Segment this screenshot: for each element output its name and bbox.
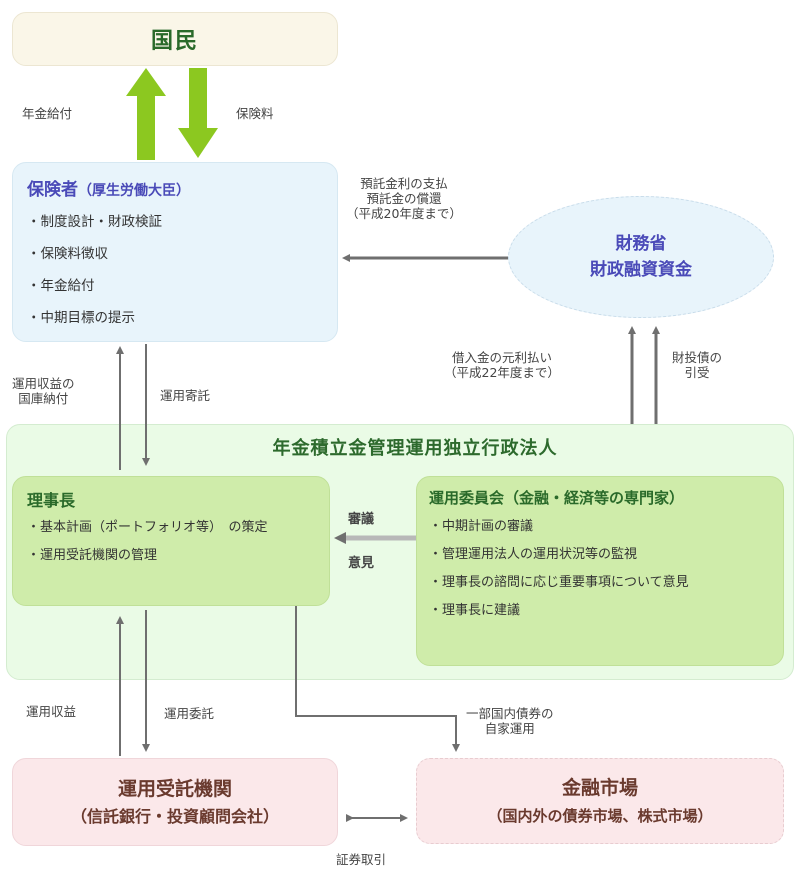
president-title: 理事長 xyxy=(27,491,76,510)
list-item: ・制度設計・財政検証 xyxy=(27,214,162,230)
treasury-payment-label: 運用収益の 国庫納付 xyxy=(12,376,75,406)
mof-line2: 財政融資資金 xyxy=(590,260,692,280)
list-item: ・運用受託機関の管理 xyxy=(27,548,158,563)
market-line1: 金融市場 xyxy=(561,777,638,799)
committee-title: 運用委員会（金融・経済等の専門家） xyxy=(429,489,685,507)
financial-market-box: 金融市場 （国内外の債券市場、株式市場） xyxy=(416,758,784,844)
committee-duties: ・中期計画の審議 ・管理運用法人の運用状況等の監視 ・理事長の諮問に応じ重要事項… xyxy=(429,518,771,620)
list-item: ・理事長に建議 xyxy=(429,603,521,618)
market-line2: （国内外の債券市場、株式市場） xyxy=(487,807,713,825)
insurer-box: 保険者（厚生労働大臣） ・制度設計・財政検証 ・保険料徴収 ・年金給付 ・中期目… xyxy=(12,162,338,342)
pension-payment-arrow-icon xyxy=(126,68,166,160)
list-item: ・管理運用法人の運用状況等の監視 xyxy=(429,547,638,562)
entrust-label: 運用寄託 xyxy=(160,388,211,403)
label-line: （平成20年度まで） xyxy=(346,206,462,221)
president-box: 理事長 ・基本計画（ポートフォリオ等） の策定 ・運用受託機関の管理 xyxy=(12,476,330,606)
premium-arrow-icon xyxy=(178,68,218,158)
loan-repayment-label: 借入金の元利払い （平成22年度まで） xyxy=(444,350,560,380)
label-line: 預託金の償還 xyxy=(366,191,442,206)
mof-insurer-label: 預託金利の支払 預託金の償還 （平成20年度まで） xyxy=(346,176,462,221)
insurer-title-sub: （厚生労働大臣） xyxy=(78,183,190,199)
ministry-of-finance-ellipse: 財務省 財政融資資金 xyxy=(508,196,774,318)
mof-line1: 財務省 xyxy=(615,234,667,254)
direct-management-label: 一部国内債券の 自家運用 xyxy=(466,706,554,736)
mandate-label: 運用委託 xyxy=(164,706,215,721)
label-line: 借入金の元利払い xyxy=(451,350,552,365)
label-line: 自家運用 xyxy=(484,721,535,736)
label-line: 財投債の xyxy=(672,350,723,365)
deliberation-label: 審議 xyxy=(348,512,375,527)
securities-trade-label: 証券取引 xyxy=(336,852,387,867)
list-item: ・中期目標の提示 xyxy=(27,310,135,326)
managers-line1: 運用受託機関 xyxy=(117,778,232,800)
gpif-title: 年金積立金管理運用独立行政法人 xyxy=(272,438,558,459)
list-item: ・年金給付 xyxy=(27,278,95,294)
insurer-title-main: 保険者 xyxy=(27,180,78,200)
asset-managers-box: 運用受託機関 （信託銀行・投資顧問会社） xyxy=(12,758,338,846)
label-line: 一部国内債券の xyxy=(466,706,554,721)
label-line: 引受 xyxy=(684,365,710,380)
citizens-label: 国民 xyxy=(150,29,199,54)
opinion-label: 意見 xyxy=(348,556,375,571)
citizens-box: 国民 xyxy=(12,12,338,66)
investment-committee-box: 運用委員会（金融・経済等の専門家） ・中期計画の審議 ・管理運用法人の運用状況等… xyxy=(416,476,784,666)
label-line: 運用収益の xyxy=(12,376,75,391)
direct-management-arrow-icon xyxy=(295,606,460,752)
filp-bond-label: 財投債の 引受 xyxy=(672,350,722,380)
pension-payment-label: 年金給付 xyxy=(22,106,73,121)
list-item: ・基本計画（ポートフォリオ等） の策定 xyxy=(27,520,268,535)
label-line: 預託金利の支払 xyxy=(360,176,448,191)
president-duties: ・基本計画（ポートフォリオ等） の策定 ・運用受託機関の管理 xyxy=(27,517,315,567)
list-item: ・中期計画の審議 xyxy=(429,519,534,534)
insurer-title: 保険者（厚生労働大臣） xyxy=(27,175,323,200)
premiums-label: 保険料 xyxy=(236,106,274,121)
label-line: 国庫納付 xyxy=(18,391,69,406)
returns-label: 運用収益 xyxy=(26,704,77,719)
list-item: ・理事長の諮問に応じ重要事項について意見 xyxy=(429,575,689,590)
committee-advice-arrow-icon xyxy=(334,532,346,544)
managers-line2: （信託銀行・投資顧問会社） xyxy=(70,807,279,826)
list-item: ・保険料徴収 xyxy=(27,246,108,262)
insurer-duties: ・制度設計・財政検証 ・保険料徴収 ・年金給付 ・中期目標の提示 xyxy=(27,206,323,334)
label-line: （平成22年度まで） xyxy=(444,365,560,380)
